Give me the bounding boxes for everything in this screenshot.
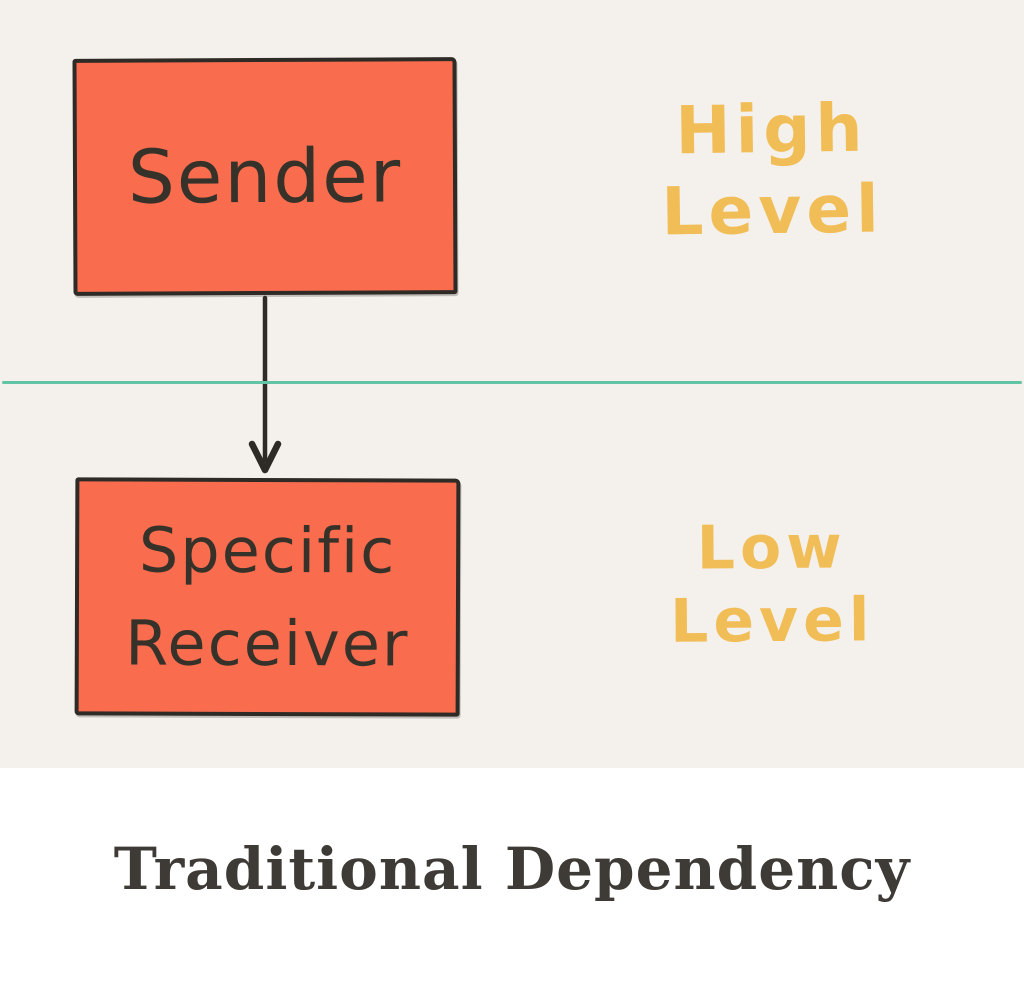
caption-panel: Traditional Dependency	[0, 768, 1024, 983]
receiver-label-line2: Receiver	[125, 606, 410, 681]
receiver-label-line1: Specific	[138, 513, 397, 588]
diagram-title: Traditional Dependency	[113, 834, 911, 903]
dependency-arrow-icon	[248, 295, 282, 474]
specific-receiver-box: Specific Receiver	[74, 477, 461, 717]
low-level-line1: Low	[696, 512, 847, 584]
level-divider-line	[2, 381, 1022, 384]
high-level-line2: Level	[660, 169, 885, 251]
low-level-line2: Level	[669, 585, 875, 657]
high-level-label: High Level	[611, 88, 933, 253]
high-level-line1: High	[674, 89, 869, 170]
sender-box: Sender	[72, 57, 458, 296]
low-level-label: Low Level	[611, 511, 932, 660]
sender-label: Sender	[127, 132, 403, 221]
diagram-upper-panel: Sender High Level Specific Receiver Low …	[0, 0, 1024, 768]
